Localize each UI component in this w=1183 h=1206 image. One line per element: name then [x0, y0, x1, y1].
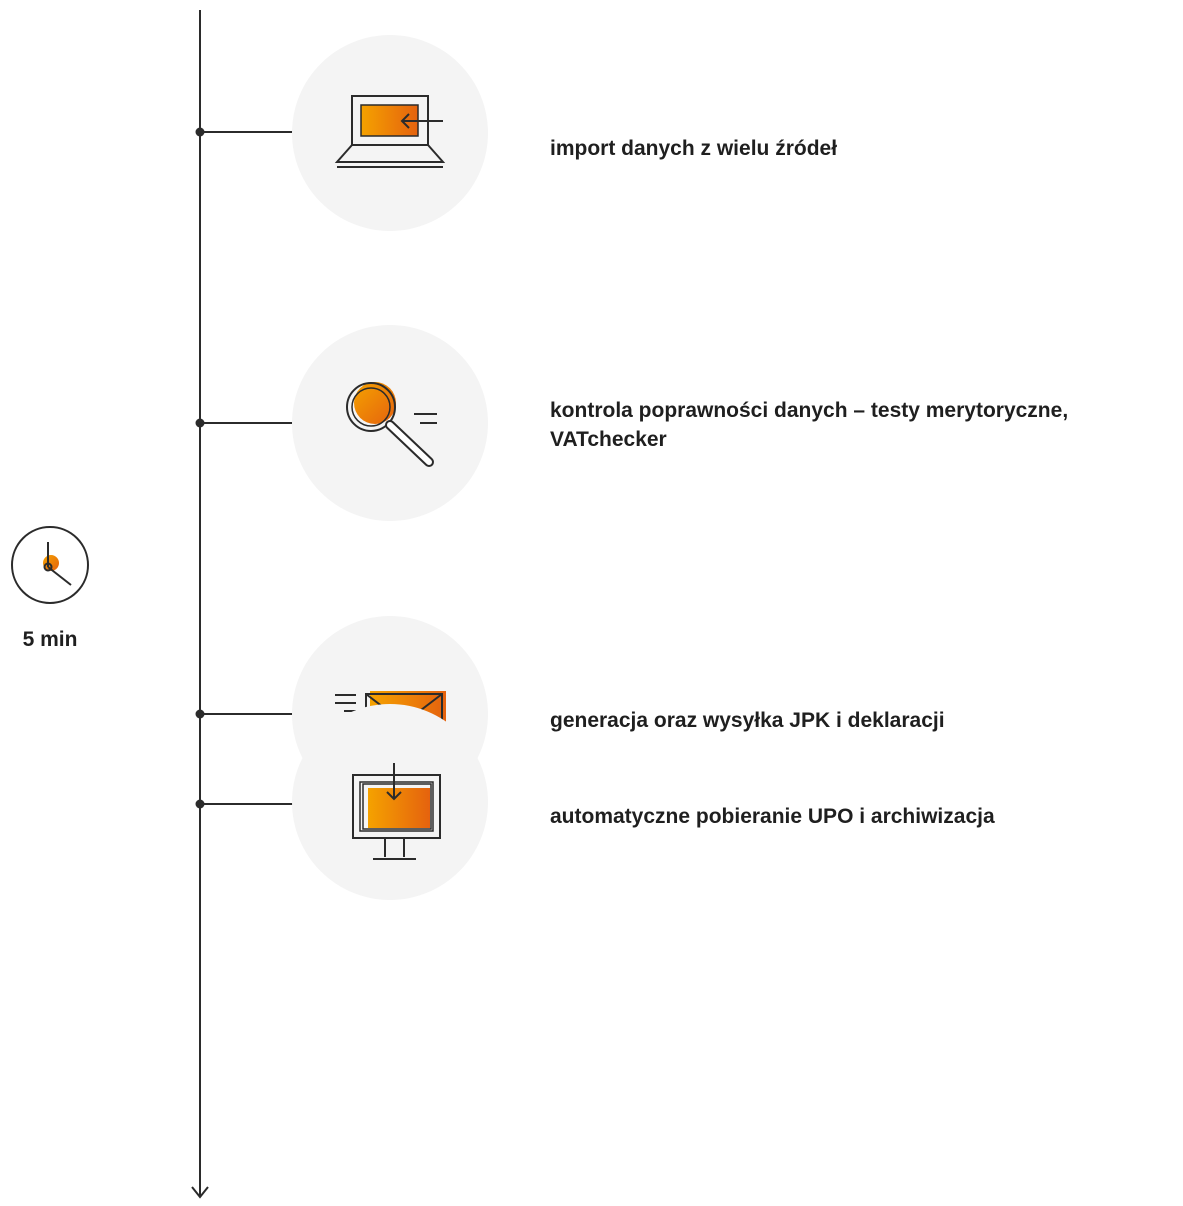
magnifier-icon	[346, 382, 437, 467]
step-2	[195, 325, 488, 521]
step-3-label: generacja oraz wysyłka JPK i deklaracji	[550, 709, 945, 732]
step-2-label: kontrola poprawności danych – testy mery…	[550, 399, 1069, 451]
step-4	[195, 704, 488, 900]
clock-icon	[11, 526, 89, 604]
time-label: 5 min	[22, 628, 78, 651]
step-4-label: automatyczne pobieranie UPO i archiwizac…	[550, 805, 995, 828]
monitor-download-icon	[352, 763, 441, 860]
timeline-axis	[191, 10, 209, 1199]
step-1	[195, 35, 488, 231]
step-1-label: import danych z wielu źródeł	[550, 137, 838, 160]
laptop-import-icon	[334, 95, 446, 168]
timeline-arrow-icon	[191, 1186, 209, 1199]
